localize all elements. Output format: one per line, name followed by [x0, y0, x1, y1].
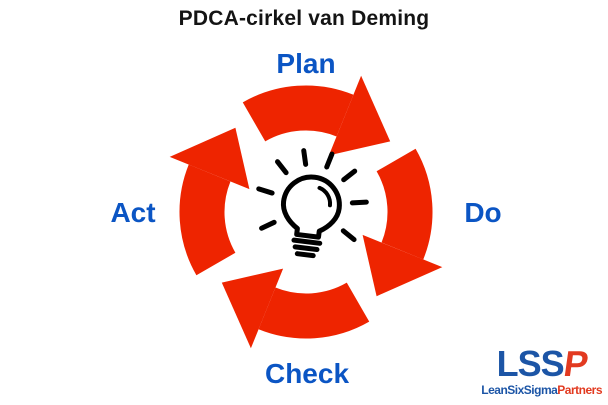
logo-subtext-blue: LeanSixSigma — [481, 383, 558, 397]
cycle-label-do: Do — [464, 197, 502, 228]
pdca-cycle-graphic — [146, 52, 466, 372]
logo-subtext-red: Partners — [557, 383, 602, 397]
lssp-logo-subtext: LeanSixSigmaPartners — [481, 384, 602, 396]
lightbulb-icon — [256, 148, 369, 259]
lssp-logo-acronym: LSSP — [496, 343, 590, 384]
diagram-title: PDCA-cirkel van Deming — [178, 7, 430, 30]
cycle-label-act: Act — [110, 197, 156, 228]
cycle-label-check: Check — [264, 358, 350, 389]
lightbulb-base-stripes — [291, 237, 323, 259]
logo-acronym-red: P — [560, 343, 590, 384]
logo-acronym-blue: LSS — [496, 343, 565, 384]
lightbulb-rays — [256, 148, 369, 243]
lssp-logo: LSSP LeanSixSigmaPartners — [481, 343, 602, 396]
cycle-label-plan: Plan — [276, 48, 336, 79]
